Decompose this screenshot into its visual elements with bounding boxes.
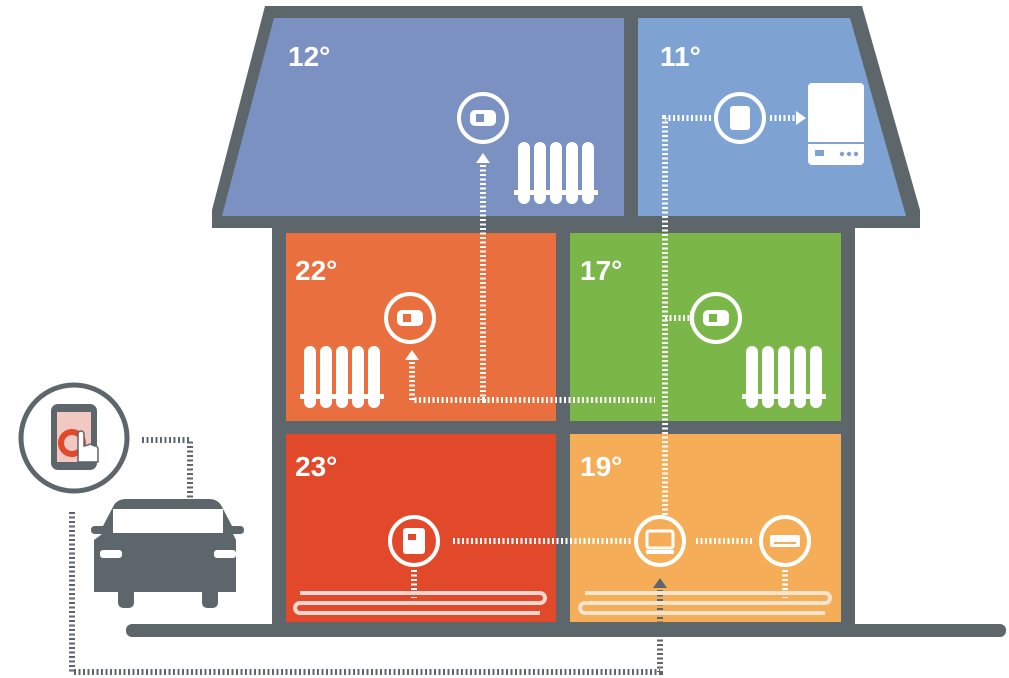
radiator-bedroom (742, 346, 826, 408)
temperature-living: 22° (295, 255, 337, 286)
temperature-kitchen: 23° (295, 451, 337, 482)
temperature-attic-right: 11° (660, 41, 701, 72)
radiator-attic (514, 142, 598, 204)
radiator-valve-icon (692, 294, 740, 342)
air-conditioner-icon (761, 517, 809, 565)
wall-thermostat-icon (390, 517, 438, 565)
radiator-valve-icon (386, 294, 434, 342)
central-controller-icon (636, 517, 684, 565)
boiler-relay-icon (716, 94, 764, 142)
ground-line (126, 624, 1006, 637)
temperature-attic-left: 12° (288, 41, 330, 72)
room-attic-left (222, 18, 624, 216)
radiator-living (300, 346, 384, 408)
boiler-icon (808, 83, 864, 165)
radiator-valve-icon (459, 94, 507, 142)
temperature-bathroom: 19° (580, 451, 622, 482)
temperature-bedroom: 17° (580, 255, 622, 286)
car-icon (91, 499, 244, 608)
smartphone-app-icon (21, 385, 127, 491)
